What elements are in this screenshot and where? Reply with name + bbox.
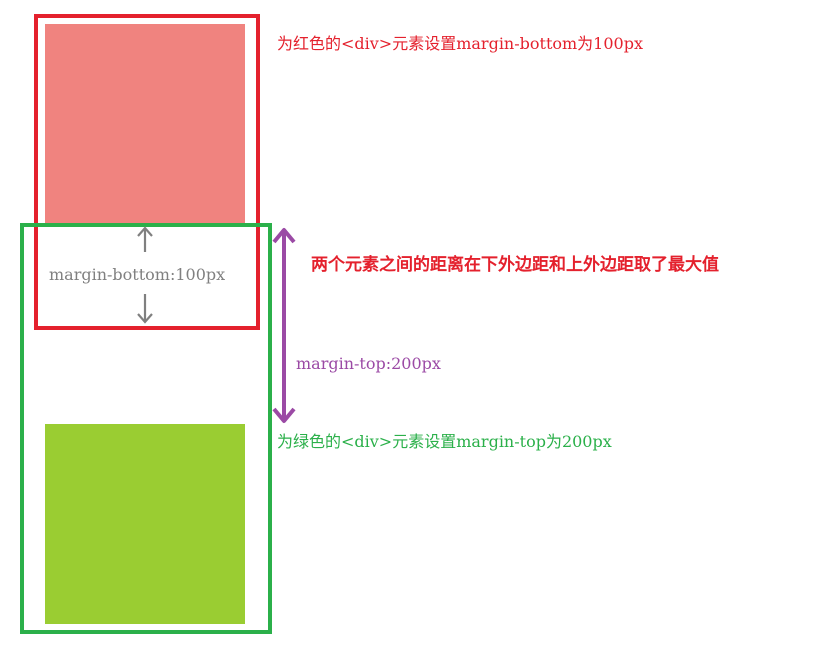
conclusion-text: 两个元素之间的距离在下外边距和上外边距取了最大值 xyxy=(311,255,719,275)
margin-top-arrow xyxy=(272,228,296,423)
margin-bottom-arrow xyxy=(137,226,153,324)
red-margin-outline xyxy=(34,14,260,330)
green-div-note: 为绿色的<div>元素设置margin-top为200px xyxy=(277,432,612,451)
green-div-box xyxy=(45,424,245,624)
margin-bottom-label: margin-bottom:100px xyxy=(49,265,226,284)
green-margin-outline xyxy=(20,223,272,634)
red-div-note: 为红色的<div>元素设置margin-bottom为100px xyxy=(277,34,643,53)
margin-top-label: margin-top:200px xyxy=(296,354,441,373)
red-div-box xyxy=(45,24,245,224)
